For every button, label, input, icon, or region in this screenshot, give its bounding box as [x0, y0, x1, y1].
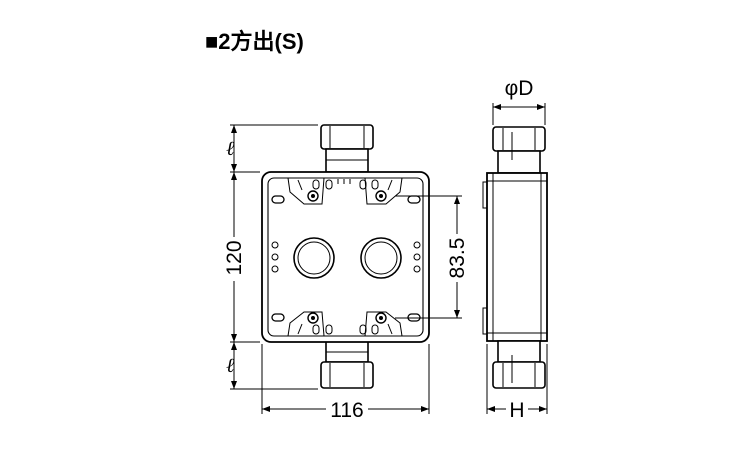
side-holes-left [271, 241, 279, 273]
dimension-lines-front [230, 124, 462, 414]
top-ribs [312, 179, 379, 190]
box-inner-wall [267, 177, 424, 337]
bottom-ribs [312, 324, 379, 335]
top-boss-left [287, 177, 325, 205]
slot-hole [407, 195, 421, 204]
slot-hole [271, 313, 285, 322]
dimension-lines-side [486, 103, 548, 414]
dim-hole-pitch: 83.5 [446, 238, 469, 279]
dim-length-bottom: ℓ [226, 353, 235, 377]
front-view [261, 124, 430, 389]
top-boss-right [364, 177, 403, 205]
side-holes-right [413, 241, 421, 273]
drawing-title: ■2方出(S) [205, 29, 304, 54]
dim-width: 116 [330, 399, 363, 422]
bottom-boss-left [287, 311, 325, 337]
top-fitting [320, 124, 374, 173]
box-outline [261, 171, 430, 343]
knockout-right [360, 237, 402, 279]
slot-hole [271, 195, 285, 204]
dim-depth: H [509, 399, 524, 422]
bottom-fitting [320, 340, 374, 389]
bottom-boss-right [364, 311, 403, 337]
side-view [482, 126, 548, 389]
knockout-left [293, 237, 335, 279]
dim-diameter: φD [505, 77, 534, 100]
dim-height: 120 [223, 240, 246, 275]
dim-length-top: ℓ [226, 136, 235, 160]
